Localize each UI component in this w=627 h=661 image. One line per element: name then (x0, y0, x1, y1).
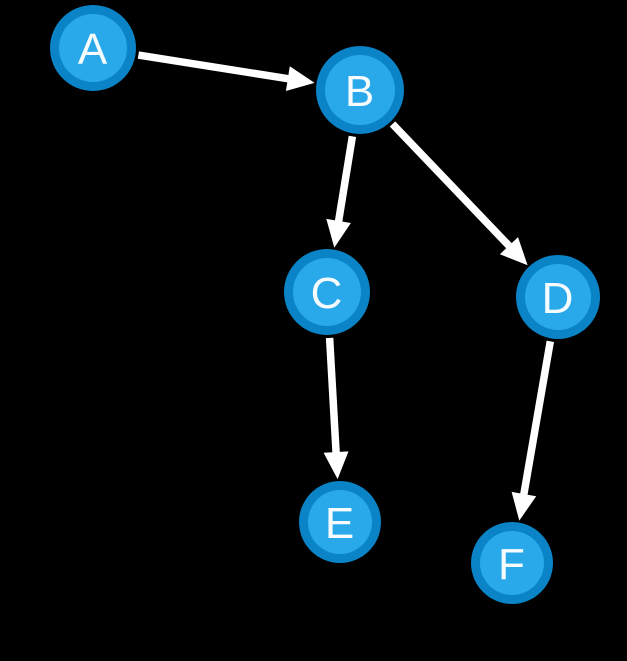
graph-node-A[interactable]: A (50, 5, 136, 91)
node-fill (480, 531, 544, 595)
edge-D-F (511, 340, 554, 521)
node-fill (325, 55, 395, 125)
edge-line (334, 135, 357, 226)
node-fill (308, 490, 372, 554)
node-label: F (498, 540, 526, 589)
node-label: B (345, 67, 375, 116)
graph-node-C[interactable]: C (284, 249, 370, 335)
arrowhead-icon (323, 451, 349, 480)
arrowhead-icon (499, 237, 528, 266)
edge-line (325, 337, 341, 457)
graph-node-F[interactable]: F (471, 522, 553, 604)
edge-A-B (137, 51, 315, 91)
node-fill (293, 258, 361, 326)
graph-node-E[interactable]: E (299, 481, 381, 563)
arrowhead-icon (511, 491, 537, 521)
node-label: C (311, 269, 344, 318)
node-label: D (542, 274, 575, 323)
arrowhead-icon (326, 218, 351, 248)
arrowhead-icon (285, 66, 315, 91)
edge-B-D (389, 121, 528, 266)
edge-C-E (323, 337, 349, 480)
edge-line (389, 121, 515, 252)
graph-node-B[interactable]: B (316, 46, 404, 134)
edge-B-C (326, 135, 357, 248)
node-label: A (78, 25, 108, 74)
edge-line (137, 51, 293, 84)
graph-node-D[interactable]: D (516, 255, 600, 339)
node-fill (59, 14, 127, 82)
node-label: E (325, 499, 355, 548)
node-fill (525, 264, 591, 330)
edge-line (519, 340, 554, 499)
